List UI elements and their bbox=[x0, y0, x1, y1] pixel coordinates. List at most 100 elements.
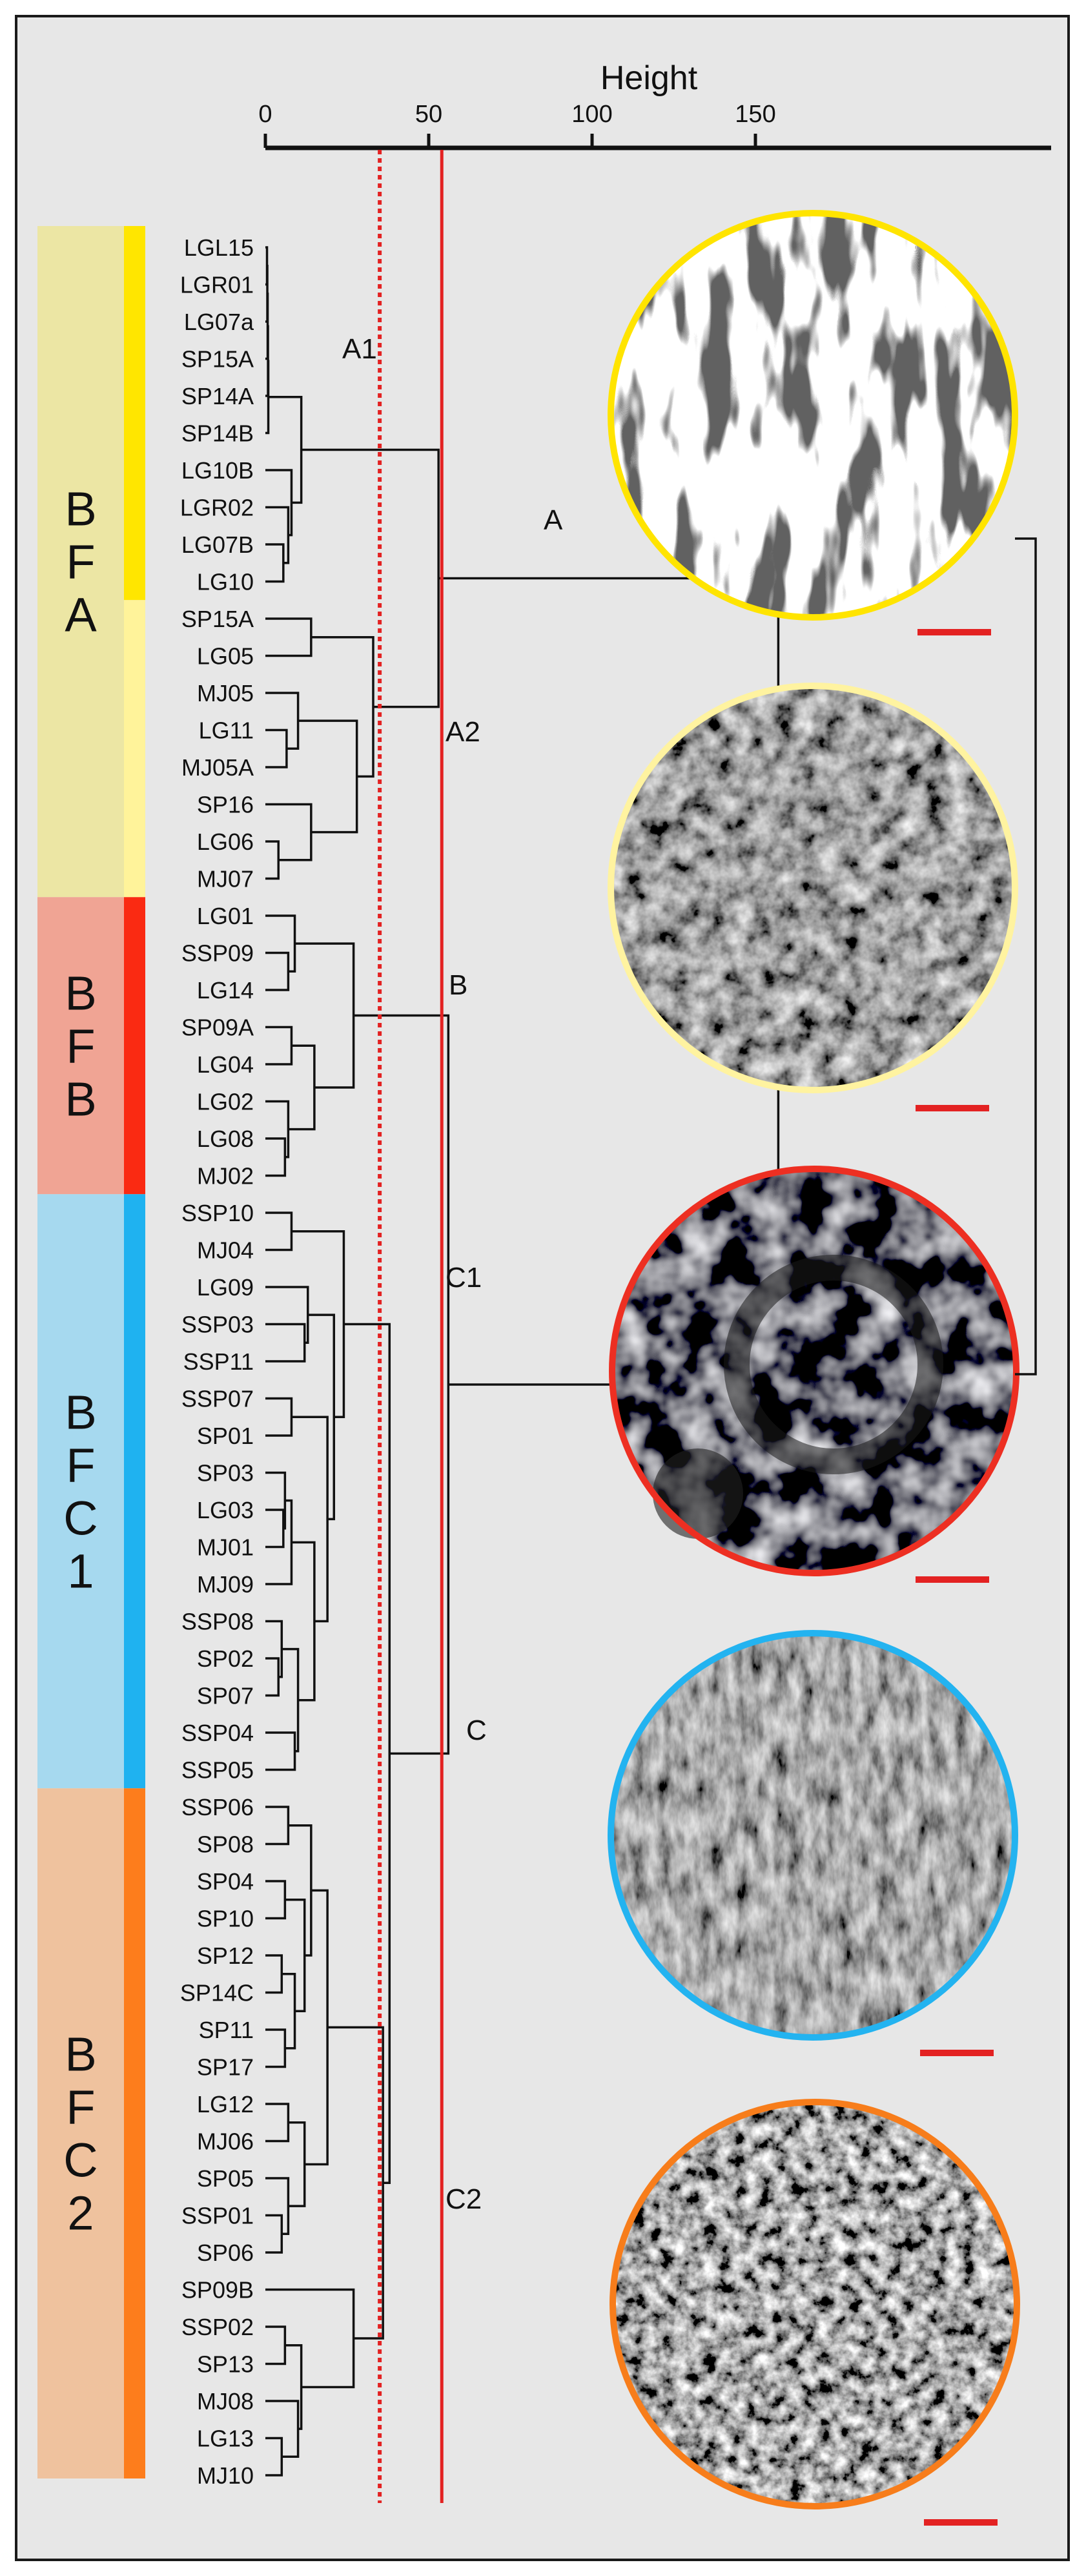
facies-label: C bbox=[63, 2134, 97, 2187]
dendrogram-link bbox=[265, 728, 288, 768]
dendrogram-link bbox=[298, 719, 358, 834]
facies-label: B bbox=[65, 1385, 96, 1439]
sample-label: LG07a bbox=[184, 309, 254, 335]
sample-label: MJ06 bbox=[197, 2128, 254, 2155]
sample-label: MJ02 bbox=[197, 1163, 254, 1190]
dendrogram-link bbox=[265, 1499, 293, 1585]
sample-label: SSP05 bbox=[181, 1757, 254, 1784]
sample-label: MJ01 bbox=[197, 1534, 254, 1561]
facies-label: 1 bbox=[67, 1544, 94, 1598]
sample-label: SP14C bbox=[180, 1980, 254, 2006]
sample-label: MJ05A bbox=[181, 754, 254, 781]
sample-label: SP15A bbox=[181, 606, 254, 632]
dendrogram bbox=[265, 150, 780, 2503]
dendrogram-link bbox=[291, 1541, 316, 1702]
facies-label: B bbox=[65, 966, 96, 1020]
dendrogram-link bbox=[265, 914, 296, 973]
micrograph-texture bbox=[611, 686, 1015, 1090]
sample-label: SP03 bbox=[197, 1460, 254, 1487]
facies-label: 2 bbox=[67, 2187, 94, 2240]
axis-tick-label: 50 bbox=[415, 101, 442, 128]
micrograph-ring bbox=[609, 1166, 1019, 1576]
cluster-label-a: A bbox=[544, 504, 563, 536]
sample-label: LGR01 bbox=[180, 272, 254, 298]
dendrogram-link bbox=[265, 360, 270, 435]
dendrogram-link bbox=[265, 1286, 309, 1344]
micrograph-bfc1 bbox=[608, 1630, 1018, 2056]
micrograph-texture bbox=[613, 2102, 1017, 2506]
dendrogram-link bbox=[265, 1880, 287, 1920]
dendrogram-link bbox=[265, 1137, 287, 1177]
dendrogram-link bbox=[265, 617, 312, 657]
dendrogram-link bbox=[265, 1323, 306, 1363]
sample-label: LG11 bbox=[199, 717, 254, 744]
facies-label: F bbox=[66, 1019, 95, 1073]
axis-tick-label: 100 bbox=[571, 101, 612, 128]
sample-label: MJ10 bbox=[197, 2462, 254, 2489]
facies-bar bbox=[124, 1194, 145, 1789]
micrograph-ring bbox=[608, 210, 1018, 621]
micrograph-bfb bbox=[609, 1166, 1019, 1583]
micrograph-bfc2 bbox=[610, 2099, 1020, 2526]
facies-label: C bbox=[63, 1491, 97, 1545]
micrograph-texture bbox=[611, 1633, 1015, 2037]
dendrogram-link bbox=[288, 2121, 306, 2207]
sample-label: SP01 bbox=[197, 1423, 254, 1449]
sample-label: LG06 bbox=[197, 829, 254, 855]
facies-label: A bbox=[65, 588, 97, 642]
facies-label: B bbox=[65, 2028, 96, 2081]
sample-label: SP12 bbox=[197, 1942, 254, 1969]
sample-label: LG01 bbox=[197, 903, 254, 929]
dendrogram-link bbox=[268, 396, 303, 504]
cluster-label-a2: A2 bbox=[446, 716, 480, 748]
sample-label: LG09 bbox=[197, 1274, 254, 1301]
dendrogram-link bbox=[265, 1806, 290, 1846]
sample-label: MJ08 bbox=[197, 2388, 254, 2415]
sample-label: SP13 bbox=[197, 2351, 254, 2378]
axis-title: Height bbox=[600, 59, 698, 97]
sample-label: SP11 bbox=[199, 2017, 254, 2043]
cluster-label-b: B bbox=[449, 969, 467, 1001]
facies-label: B bbox=[65, 482, 96, 536]
dendrogram-link bbox=[265, 803, 312, 861]
sample-label: SP17 bbox=[197, 2054, 254, 2081]
dendrogram-link bbox=[265, 1731, 296, 1771]
dendrogram-link bbox=[301, 448, 440, 708]
sample-label: SSP11 bbox=[183, 1348, 254, 1375]
facies-bar bbox=[124, 1788, 145, 2478]
facies-bar bbox=[124, 897, 145, 1195]
dendrogram-link bbox=[265, 1211, 293, 1252]
axis-tick-label: 0 bbox=[258, 101, 272, 128]
sample-label: SP14A bbox=[181, 383, 254, 409]
dendrogram-link bbox=[265, 2214, 283, 2254]
sample-label: LG07B bbox=[181, 531, 254, 558]
cluster-label-c1: C1 bbox=[446, 1262, 482, 1293]
facies-label: F bbox=[66, 535, 95, 589]
sample-label: SSP01 bbox=[181, 2203, 254, 2229]
dendrogram-link bbox=[291, 1416, 329, 1623]
axis-tick-label: 150 bbox=[735, 101, 775, 128]
sample-label: LG03 bbox=[197, 1497, 254, 1523]
cluster-label-c: C bbox=[466, 1715, 487, 1746]
sample-label: LG12 bbox=[197, 2091, 254, 2117]
height-axis: 0 50 100 150 Height bbox=[258, 59, 1051, 150]
dendrogram-link bbox=[265, 506, 290, 564]
micrograph-ring bbox=[608, 683, 1018, 1093]
cluster-label-a1: A1 bbox=[342, 333, 377, 365]
sample-label: LG10B bbox=[181, 457, 254, 484]
dendrogram-link bbox=[265, 2325, 287, 2365]
sample-label: LG04 bbox=[197, 1051, 254, 1078]
micrographs bbox=[608, 210, 1037, 2526]
sample-label: SP14B bbox=[181, 420, 254, 447]
dendrogram-link bbox=[265, 543, 285, 583]
dendrogram-link bbox=[265, 692, 300, 750]
facies-label: F bbox=[66, 2081, 95, 2134]
sample-label: LG13 bbox=[197, 2426, 254, 2452]
sample-label: SP16 bbox=[197, 792, 254, 818]
dendrogram-link bbox=[265, 2103, 290, 2143]
sample-label: SSP04 bbox=[181, 1720, 254, 1746]
sample-label: SSP07 bbox=[181, 1386, 254, 1412]
sample-label: SP09B bbox=[181, 2277, 254, 2303]
dendrogram-link bbox=[265, 2437, 283, 2477]
